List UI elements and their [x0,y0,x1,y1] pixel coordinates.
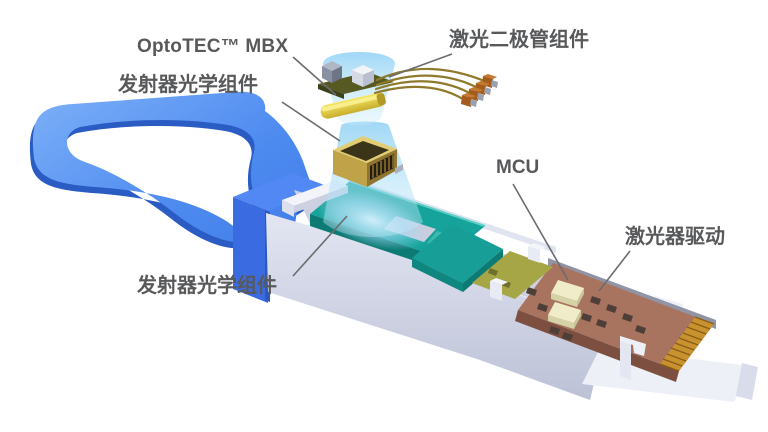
pcb-components [526,287,646,341]
rail-clip-rear [528,243,546,263]
leader-line-mcu [512,183,569,281]
tosa-cavity [340,141,389,161]
laser-diode-assembly [318,61,394,99]
pcb [515,263,715,382]
tosa-front-face [333,150,367,187]
leader-line-laser-driver [598,250,631,292]
bezel-top-face [233,173,327,211]
tosa-package [333,136,403,187]
laser-driver-chip [548,302,581,329]
fiber-connectors [461,74,498,107]
tosa-leads [372,155,394,178]
assembly-white-block [352,65,374,87]
rail-clip-front [490,278,508,301]
base-tray-wall [736,363,758,400]
label-transmitter-optics-bottom: 发射器光学组件 [137,275,277,297]
label-optotec-mbx: OptoTEC™ MBX [137,36,289,57]
gold-finger-stripes [659,316,715,372]
assembly-gray-block [322,61,342,83]
tosa-tab [395,164,403,174]
label-laser-diode-assembly: 激光二极管组件 [449,29,589,51]
leader-line-tx-optics-bottom [292,215,348,277]
housing-front-face [266,213,608,400]
leader-line-optotec [292,56,337,96]
label-laser-driver: 激光器驱动 [625,226,725,248]
label-mcu: MCU [496,157,540,178]
bezel-front-face [233,197,268,303]
optotec-mbx-cooler [320,92,386,119]
receiver-cover-teal [412,224,503,292]
fiber-pigtails [373,67,489,103]
retention-hook-front [620,336,646,380]
gold-fingers [660,317,714,371]
leader-line-tx-optics-top [281,101,341,142]
label-transmitter-optics-top: 发射器光学组件 [118,74,258,96]
tosa-lead-panel [370,154,394,180]
mcu-chip [551,280,584,307]
leader-line-laser-diode [388,53,453,78]
